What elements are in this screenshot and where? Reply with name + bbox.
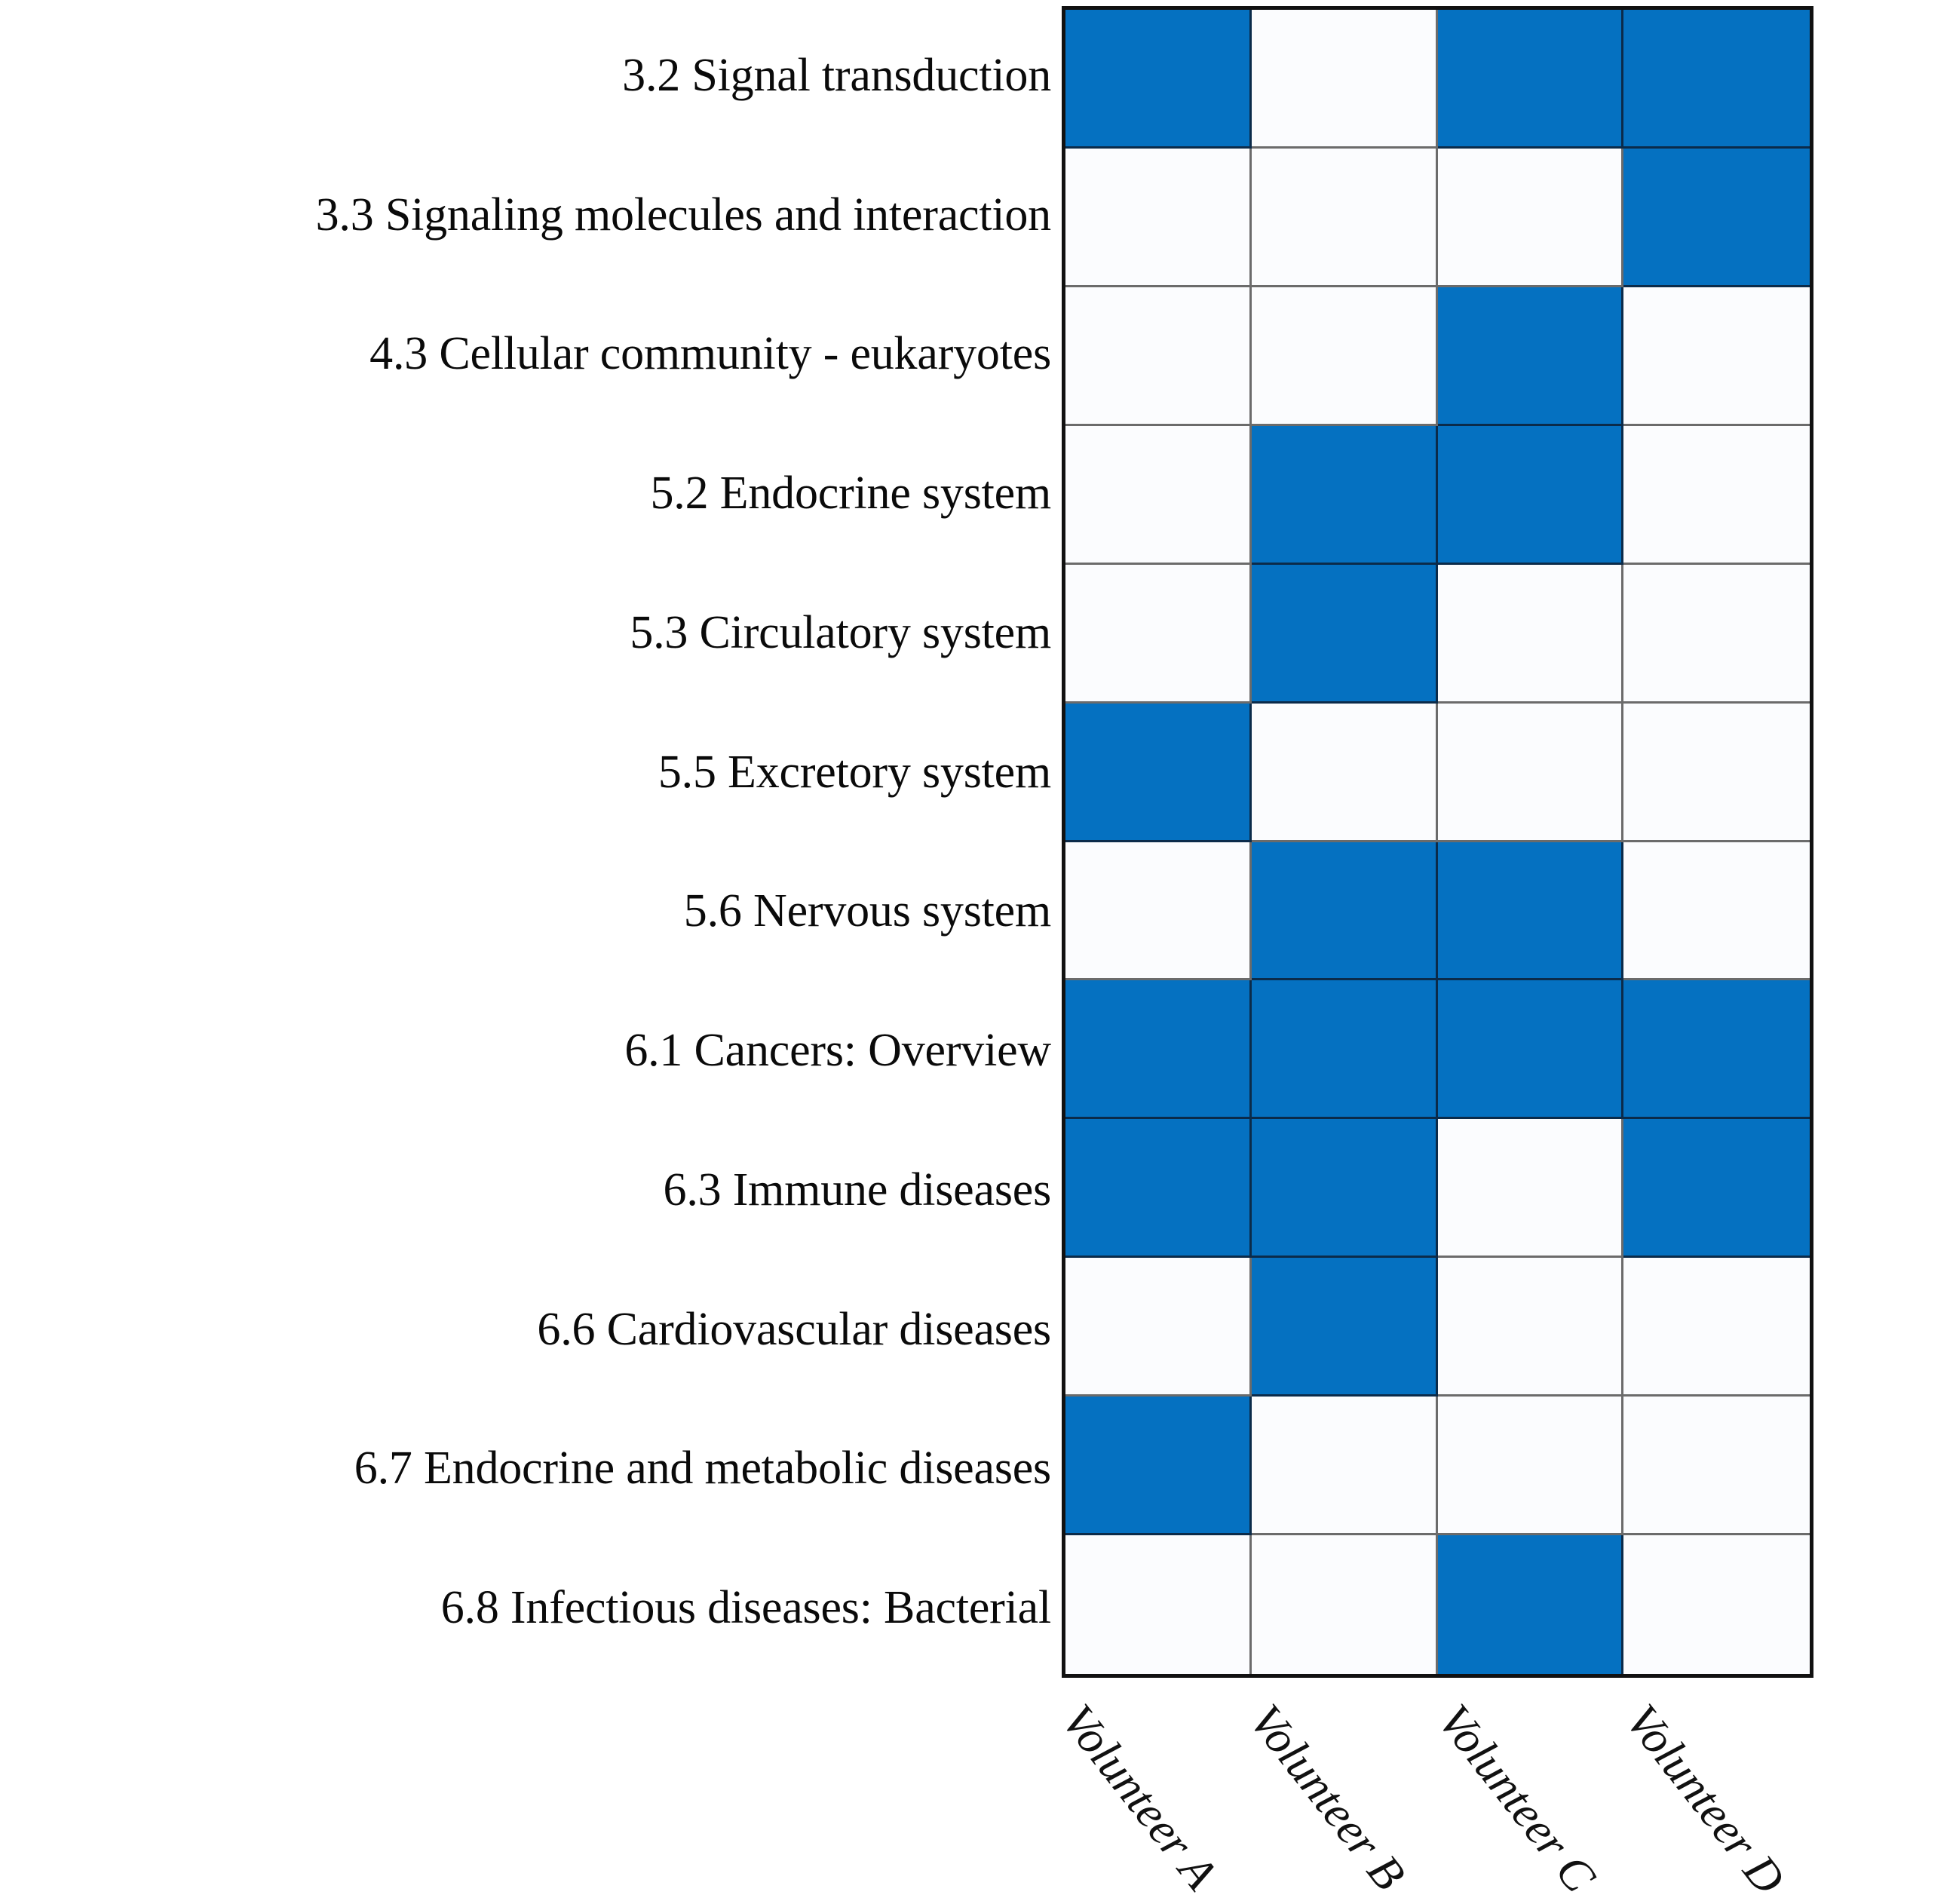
heatmap-cell <box>1251 564 1438 704</box>
row-label: 5.6 Nervous system <box>683 885 1051 937</box>
heatmap-cell <box>1623 1258 1810 1397</box>
heatmap-cell <box>1065 425 1252 565</box>
heatmap-cell <box>1437 1119 1624 1259</box>
heatmap-cell <box>1251 287 1438 426</box>
heatmap-cell <box>1251 1397 1438 1536</box>
heatmap-cell <box>1437 10 1624 149</box>
heatmap-cell <box>1623 425 1810 565</box>
heatmap-cell <box>1065 564 1252 704</box>
heatmap-cell <box>1065 287 1252 426</box>
row-label: 6.6 Cardiovascular diseases <box>537 1303 1051 1355</box>
heatmap-cell <box>1623 564 1810 704</box>
row-label: 5.2 Endocrine system <box>650 468 1051 520</box>
heatmap-cell <box>1251 1535 1438 1674</box>
heatmap-cell <box>1251 980 1438 1120</box>
heatmap-cell <box>1065 703 1252 842</box>
heatmap-cell <box>1623 287 1810 426</box>
heatmap-cell <box>1437 564 1624 704</box>
row-label-axis: 3.2 Signal transduction 3.3 Signaling mol… <box>0 6 1056 1678</box>
heatmap-cell <box>1437 148 1624 287</box>
heatmap-cell <box>1065 1397 1252 1536</box>
heatmap-cell <box>1437 1535 1624 1674</box>
heatmap-cell <box>1065 842 1252 981</box>
row-label: 6.8 Infectious diseases: Bacterial <box>440 1582 1051 1634</box>
heatmap-cell <box>1251 703 1438 842</box>
column-label: Volunteer B <box>1240 1695 1415 1900</box>
heatmap-cell <box>1623 10 1810 149</box>
heatmap-cell <box>1065 1119 1252 1259</box>
row-label: 6.3 Immune diseases <box>663 1164 1052 1216</box>
heatmap-cell <box>1065 1535 1252 1674</box>
heatmap-cell <box>1251 148 1438 287</box>
heatmap-cell <box>1623 1119 1810 1259</box>
row-label: 5.3 Circulatory system <box>630 606 1051 658</box>
column-label-slot: Volunteer B <box>1240 1683 1437 1899</box>
column-label: Volunteer D <box>1615 1695 1795 1904</box>
heatmap-cell <box>1251 425 1438 565</box>
heatmap-cell <box>1437 425 1624 565</box>
heatmap-cell <box>1065 1258 1252 1397</box>
row-label: 4.3 Cellular community - eukaryotes <box>369 328 1051 380</box>
row-label: 6.1 Cancers: Overview <box>624 1025 1051 1077</box>
heatmap-cell <box>1251 1119 1438 1259</box>
heatmap-cell <box>1437 1258 1624 1397</box>
column-label-slot: Volunteer A <box>1052 1683 1249 1899</box>
heatmap-cell <box>1437 703 1624 842</box>
row-label: 3.3 Signaling molecules and interaction <box>315 189 1052 241</box>
row-label: 3.2 Signal transduction <box>622 49 1051 101</box>
heatmap-cell <box>1251 10 1438 149</box>
column-label: Volunteer C <box>1427 1695 1605 1902</box>
column-label-slot: Volunteer D <box>1616 1683 1813 1904</box>
column-label: Volunteer A <box>1051 1695 1227 1899</box>
heatmap-cell <box>1065 148 1252 287</box>
row-label: 6.7 Endocrine and metabolic diseases <box>354 1443 1051 1495</box>
heatmap-cell <box>1623 1397 1810 1536</box>
heatmap-cell <box>1251 842 1438 981</box>
heatmap-cell <box>1623 1535 1810 1674</box>
heatmap-cell <box>1251 1258 1438 1397</box>
heatmap-cell <box>1065 980 1252 1120</box>
heatmap-cell <box>1623 703 1810 842</box>
heatmap-cell <box>1437 287 1624 426</box>
heatmap-cell <box>1623 842 1810 981</box>
heatmap-cell <box>1437 842 1624 981</box>
heatmap-grid <box>1062 6 1813 1678</box>
heatmap-cell <box>1437 980 1624 1120</box>
heatmap-cell <box>1065 10 1252 149</box>
row-label: 5.5 Excretory system <box>658 746 1051 798</box>
heatmap-cell <box>1623 148 1810 287</box>
heatmap-cell <box>1437 1397 1624 1536</box>
heatmap-cell <box>1623 980 1810 1120</box>
column-label-slot: Volunteer C <box>1427 1683 1626 1902</box>
